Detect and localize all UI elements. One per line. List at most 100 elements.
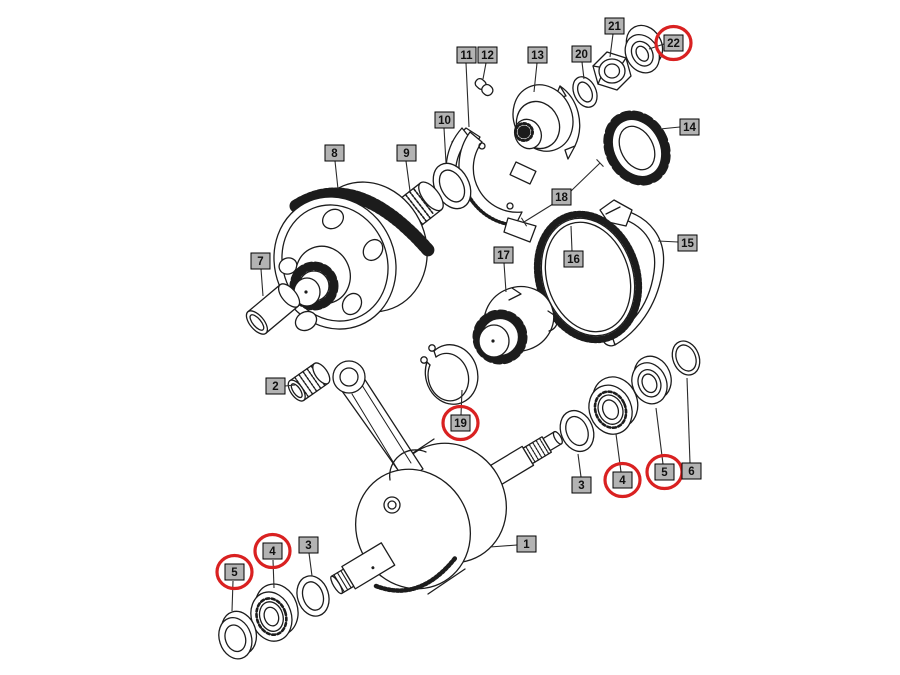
label-14[interactable]: 14 [659,118,700,136]
leader-line [657,240,679,243]
label-6[interactable]: 6 [681,377,702,480]
leader-line [272,559,275,589]
leader-line [489,544,518,548]
label-5-bottom[interactable]: 5 [215,553,254,612]
leader-line [570,162,601,192]
highlight-circle [253,532,292,570]
label-box [681,462,702,480]
label-box [493,246,514,264]
label-box [324,144,345,162]
label-number: 12 [481,50,494,62]
label-number: 8 [331,148,338,160]
label-19[interactable]: 19 [441,389,480,442]
label-box [612,471,633,489]
part-17-starter-gear [472,285,559,365]
label-11[interactable]: 11 [456,46,477,128]
label-22[interactable]: 22 [648,24,693,62]
label-number: 9 [403,148,409,160]
label-box [265,377,286,395]
label-box [663,34,684,52]
leader-line [686,377,691,464]
leader-line [284,384,296,387]
label-number: 18 [555,192,568,204]
label-number: 15 [681,238,694,250]
part-6-ring [671,340,701,376]
label-number: 4 [269,546,276,558]
label-9[interactable]: 9 [396,144,417,192]
label-box [604,17,625,35]
part-10-washer [432,162,472,210]
label-number: 5 [661,467,668,479]
leader-line [334,160,339,190]
label-4-right[interactable]: 4 [603,433,642,499]
label-box [677,234,698,252]
label-13[interactable]: 13 [527,46,548,93]
label-3-right[interactable]: 3 [571,453,592,494]
label-number: 20 [575,49,588,61]
label-box [477,46,498,64]
part-4-bearing-right [588,376,639,435]
leader-line [615,433,622,473]
label-box [396,144,417,162]
label-number: 4 [619,475,626,487]
highlight-circle [654,24,693,62]
label-18[interactable]: 18 [520,159,604,227]
label-12[interactable]: 12 [477,46,498,80]
label-box [654,463,675,481]
leader-line [570,225,573,252]
label-5-right[interactable]: 5 [645,407,684,491]
label-16[interactable]: 16 [563,225,584,268]
label-number: 22 [667,38,680,50]
label-box [262,542,283,560]
part-5-oil-seal-right [631,355,672,405]
part-20-washer [572,76,598,108]
label-7[interactable]: 7 [250,252,271,297]
part-19-circlip [420,344,479,405]
label-8[interactable]: 8 [324,144,345,190]
leader-tick [596,159,604,167]
label-number: 11 [460,50,473,62]
label-number: 7 [257,256,263,268]
part-12-pin [474,77,494,97]
part-3-washer-left [296,575,330,617]
label-number: 19 [454,418,467,430]
part-11-clutch-shoes [445,127,537,243]
leader-line [482,62,487,80]
label-2[interactable]: 2 [265,377,296,395]
label-number: 13 [531,50,544,62]
label-20[interactable]: 20 [571,45,592,80]
label-box [679,118,700,136]
label-box [298,536,319,554]
label-3-bottom[interactable]: 3 [298,536,319,577]
label-number: 3 [578,480,584,492]
leader-line [260,268,264,297]
part-21-hex-nut [592,51,632,91]
label-box [456,46,477,64]
label-17[interactable]: 17 [493,246,514,293]
label-box [224,563,245,581]
highlight-circle [215,553,254,591]
part-8-clutch-drum [273,181,435,332]
parts-artwork [218,24,701,660]
label-box [551,188,572,206]
label-number: 2 [272,381,278,393]
leader-line [465,62,470,128]
part-7-spacer-bushing [245,283,301,335]
leader-line [443,127,447,164]
part-4-bearing-left [250,583,299,642]
label-number: 1 [523,539,530,551]
label-number: 17 [497,250,510,262]
part-14-tab-washer [603,110,671,186]
label-10[interactable]: 10 [434,111,455,164]
label-box [516,535,537,553]
label-15[interactable]: 15 [657,234,698,252]
leader-line [523,203,554,223]
label-number: 21 [608,21,621,33]
label-1[interactable]: 1 [489,535,537,553]
leader-line [533,62,538,93]
label-4-bottom[interactable]: 4 [253,532,292,589]
leader-line [577,453,582,478]
label-21[interactable]: 21 [604,17,625,58]
